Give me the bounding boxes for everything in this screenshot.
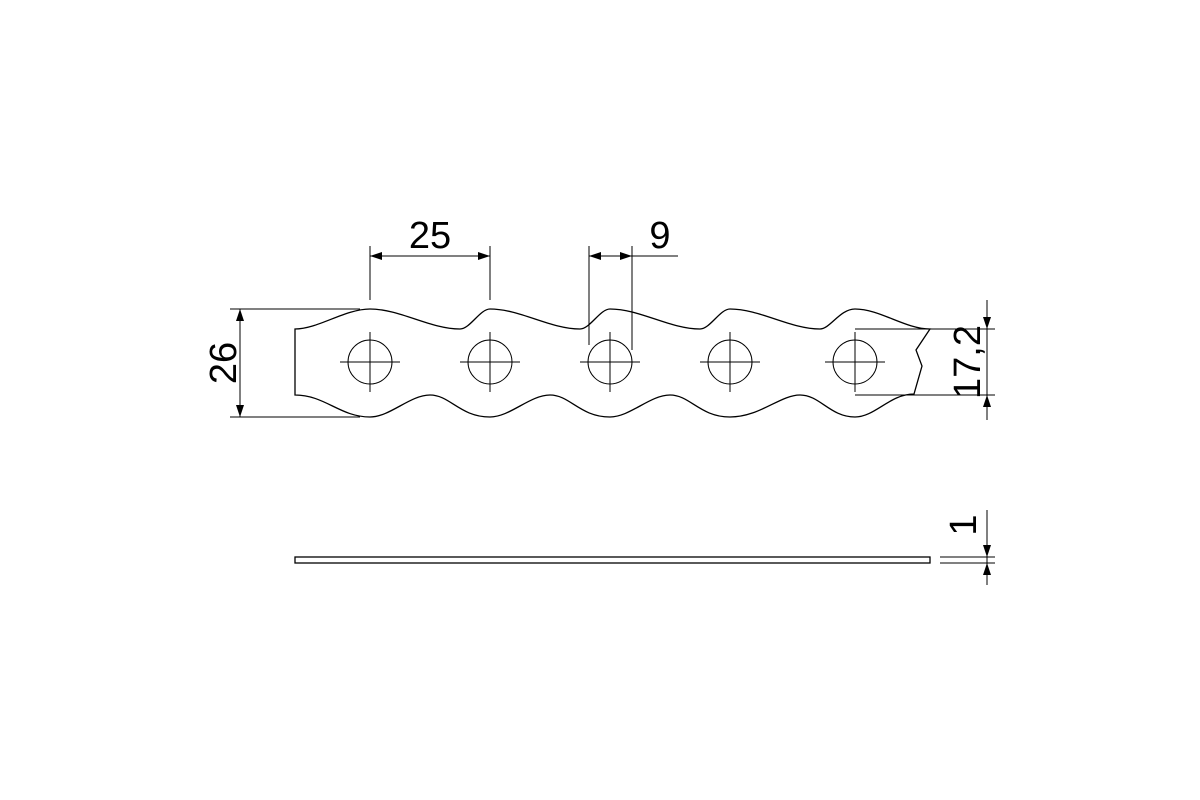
strip-outline	[294, 308, 932, 418]
dimension-neck-width-label: 17,2	[947, 325, 989, 399]
dimension-pitch: 25	[369, 215, 491, 300]
hole-2	[460, 332, 520, 392]
dimension-overall-width: 26	[203, 308, 360, 418]
dimension-hole-diameter: 9	[588, 215, 678, 350]
hole-1	[340, 332, 400, 392]
dimension-thickness: 1	[940, 510, 995, 585]
dimension-neck-width: 17,2	[855, 300, 995, 420]
dimension-pitch-label: 25	[409, 215, 451, 257]
dimension-thickness-label: 1	[943, 514, 985, 535]
strip-top-view	[294, 308, 932, 418]
strip-side-view	[294, 556, 931, 564]
hole-3	[580, 332, 640, 392]
dimension-hole-diameter-label: 9	[649, 215, 670, 257]
dimension-overall-width-label: 26	[203, 342, 245, 384]
hole-5	[825, 332, 885, 392]
strip-side-outline	[294, 556, 931, 564]
hole-4	[700, 332, 760, 392]
